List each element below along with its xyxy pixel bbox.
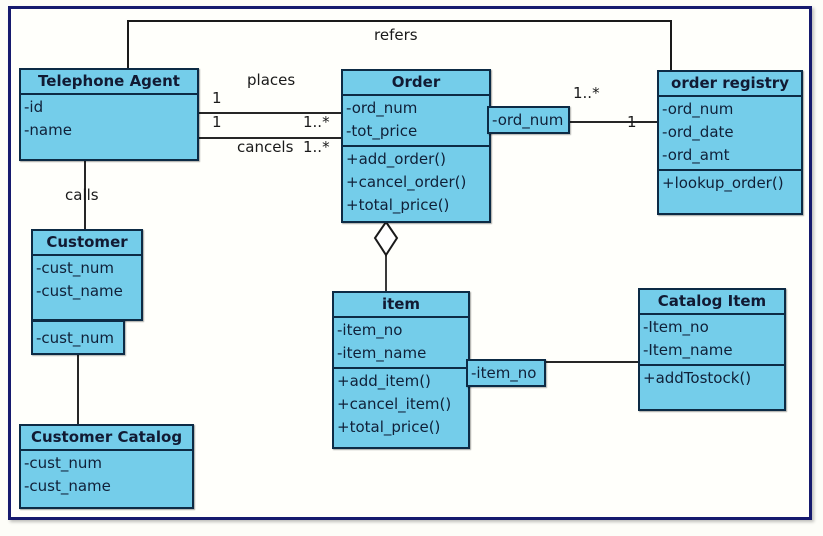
class-item[interactable]: item -item_no -item_name +add_item() +ca… [332,291,470,449]
link-box-order-ord-num[interactable]: -ord_num [487,106,570,134]
attribute-row: -cust_name [36,282,123,300]
operations-order-registry: +lookup_order() [659,171,801,197]
operation-row: +addTostock() [643,369,752,387]
attribute-row: -ord_amt [662,146,730,164]
association-label-refers: refers [374,26,418,44]
class-customer-catalog[interactable]: Customer Catalog -cust_num -cust_name [19,424,194,509]
operations-catalog-item: +addTostock() [640,366,784,392]
link-box-item-item-no[interactable]: -item_no [466,359,546,387]
multiplicity-places-target: 1..* [303,113,330,131]
class-title-order: Order [343,71,489,96]
operation-row: +add_item() [337,372,431,390]
attribute-row: -ord_num [662,100,734,118]
attributes-order: -ord_num -tot_price [343,96,489,147]
multiplicity-registry-target: 1 [627,113,637,131]
attribute-row: -Item_no [643,318,709,336]
attribute-row: -Item_name [643,341,733,359]
attribute-row: -name [24,121,72,139]
link-box-customer-cust-num[interactable]: -cust_num [31,320,125,355]
multiplicity-cancels-target: 1..* [303,138,330,156]
operation-row: +total_price() [337,418,441,436]
class-title-catalog-item: Catalog Item [640,290,784,315]
attribute-row: -item_no [337,321,403,339]
attribute-row: -item_name [337,344,427,362]
attribute-row: -cust_num [24,454,102,472]
multiplicity-registry-source: 1..* [573,84,600,102]
attribute-row: -id [24,98,44,116]
class-order[interactable]: Order -ord_num -tot_price +add_order() +… [341,69,491,223]
attribute-row: -cust_name [24,477,111,495]
attribute-row: -ord_num [346,99,418,117]
multiplicity-cancels-source: 1 [212,113,222,131]
multiplicity-places-source: 1 [212,89,222,107]
attributes-item: -item_no -item_name [334,318,468,369]
class-title-telephone-agent: Telephone Agent [21,70,197,95]
operation-row: +lookup_order() [662,174,784,192]
attributes-customer-catalog: -cust_num -cust_name [21,451,192,500]
operation-row: +cancel_item() [337,395,452,413]
class-title-item: item [334,293,468,318]
class-customer[interactable]: Customer -cust_num -cust_name [31,229,143,321]
attribute-row: -ord_date [662,123,734,141]
class-telephone-agent[interactable]: Telephone Agent -id -name [19,68,199,161]
association-label-calls: calls [65,186,99,204]
operation-row: +cancel_order() [346,173,467,191]
attributes-customer: -cust_num -cust_name [33,256,141,305]
attributes-catalog-item: -Item_no -Item_name [640,315,784,366]
operation-row: +total_price() [346,196,450,214]
operation-row: +add_order() [346,150,447,168]
class-title-customer: Customer [33,231,141,256]
class-title-customer-catalog: Customer Catalog [21,426,192,451]
class-catalog-item[interactable]: Catalog Item -Item_no -Item_name +addTos… [638,288,786,411]
association-label-cancels: cancels [237,138,294,156]
operations-item: +add_item() +cancel_item() +total_price(… [334,369,468,441]
attributes-order-registry: -ord_num -ord_date -ord_amt [659,97,801,171]
class-title-order-registry: order registry [659,72,801,97]
attribute-row: -cust_num [36,259,114,277]
association-label-places: places [247,71,296,89]
attributes-telephone-agent: -id -name [21,95,197,144]
class-order-registry[interactable]: order registry -ord_num -ord_date -ord_a… [657,70,803,215]
attribute-row: -tot_price [346,122,418,140]
operations-order: +add_order() +cancel_order() +total_pric… [343,147,489,219]
